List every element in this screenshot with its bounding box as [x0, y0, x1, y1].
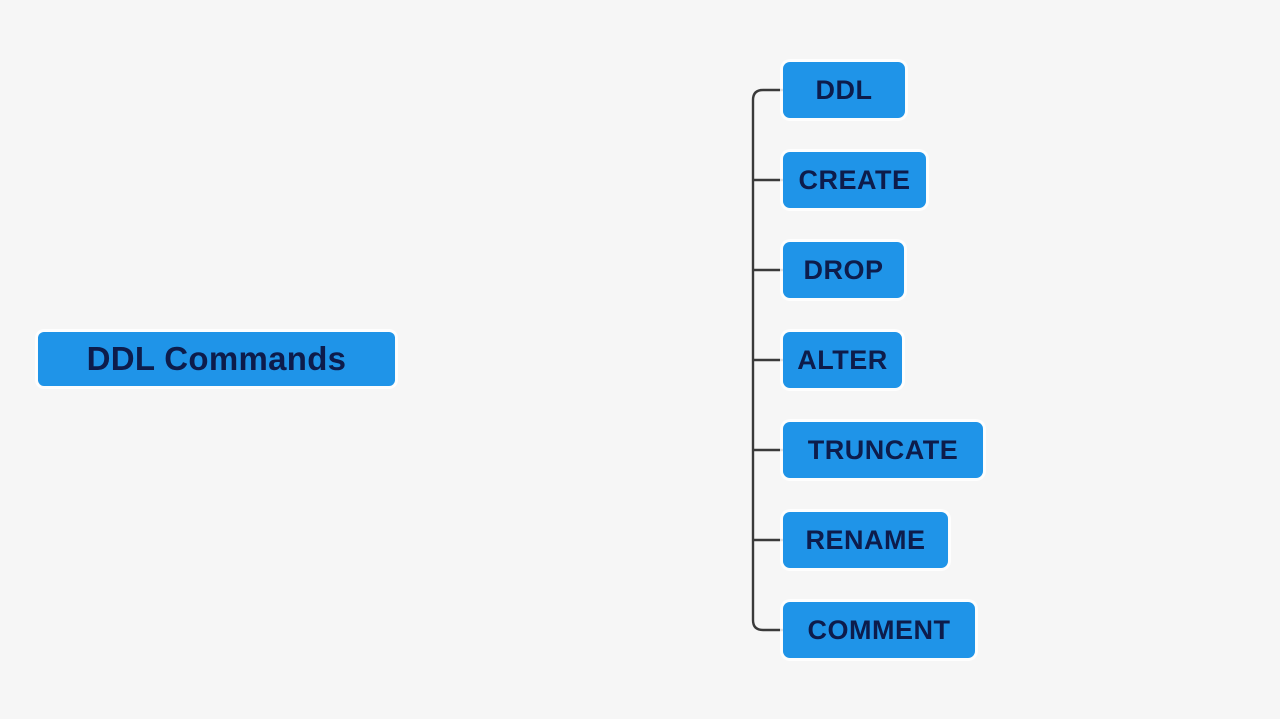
- root-label-ddl-commands[interactable]: DDL Commands: [38, 332, 395, 386]
- tree-node-ddl[interactable]: DDL: [783, 62, 905, 118]
- tree-node-drop[interactable]: DROP: [783, 242, 904, 298]
- tree-node-rename[interactable]: RENAME: [783, 512, 948, 568]
- tree-spine: [751, 88, 784, 632]
- tree-node-create[interactable]: CREATE: [783, 152, 926, 208]
- tree-node-truncate[interactable]: TRUNCATE: [783, 422, 983, 478]
- tree-node-comment[interactable]: COMMENT: [783, 602, 975, 658]
- tree-node-alter[interactable]: ALTER: [783, 332, 902, 388]
